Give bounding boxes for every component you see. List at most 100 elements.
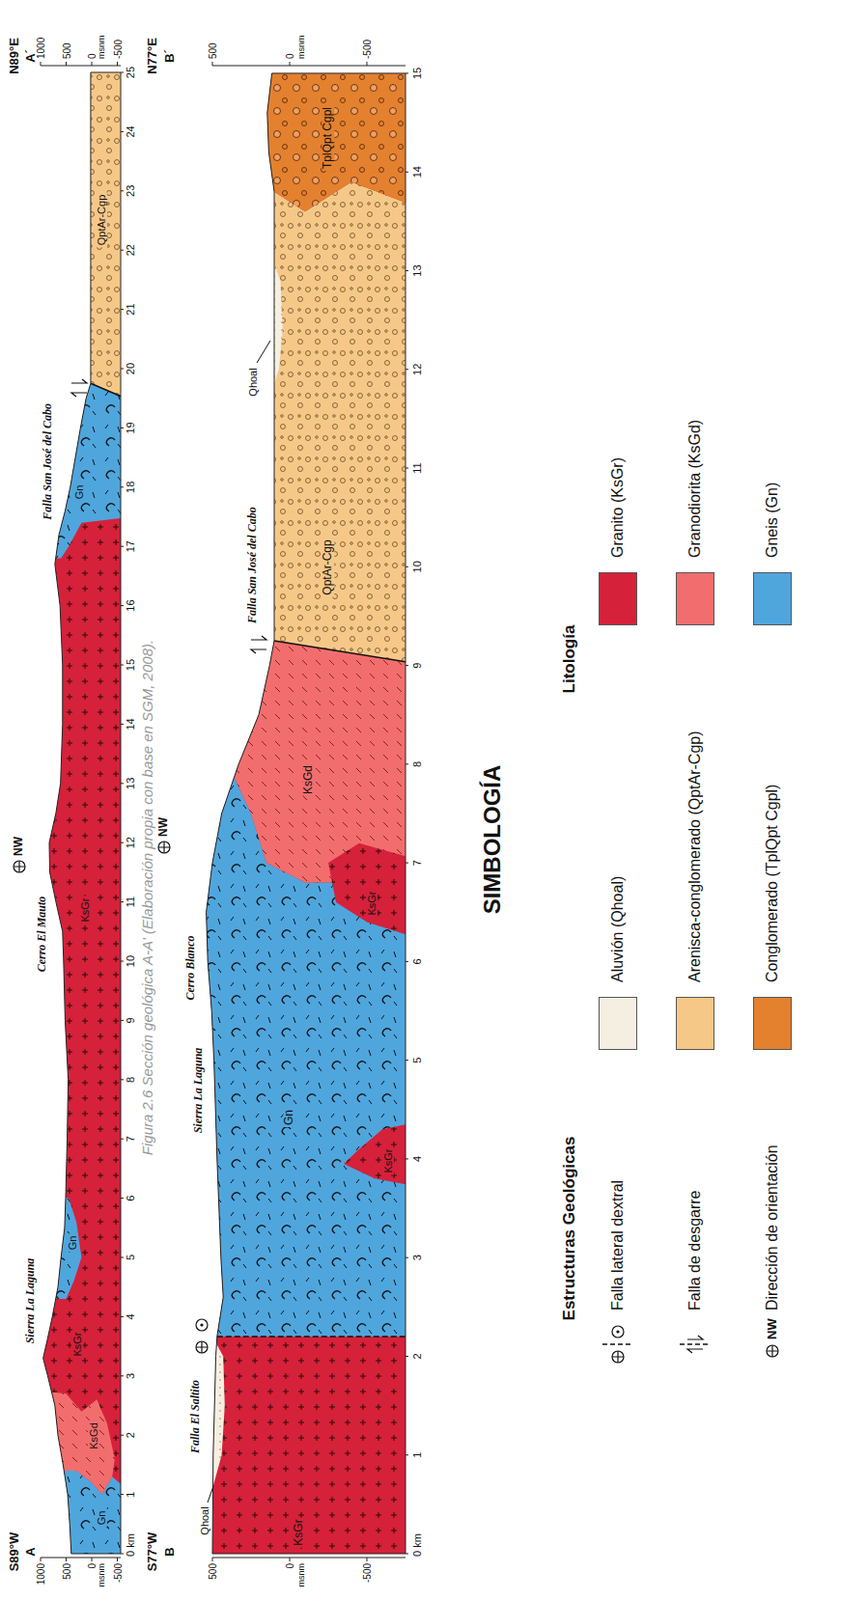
- compass-label: NW: [12, 837, 26, 857]
- fault-arrows: [251, 636, 267, 654]
- km-label: 11: [124, 896, 137, 908]
- km-tick: [405, 171, 409, 173]
- legend-text: Granodiorita (KsGd): [686, 419, 704, 559]
- section-end-label: S89°W: [7, 1533, 22, 1573]
- elevation-axis: [40, 65, 121, 67]
- axis-label: 0: [284, 1564, 296, 1570]
- legend-heading: SIMBOLOGÍA: [479, 765, 505, 916]
- unit-label: QptAr-Cgp: [321, 537, 335, 597]
- unit-label: QptAr-Cgp: [95, 193, 108, 249]
- km-label: 1: [411, 1453, 423, 1459]
- unit-label: Gn: [95, 1510, 108, 1529]
- km-label: 9: [124, 1017, 137, 1024]
- km-tick: [120, 665, 124, 667]
- unit-label: KsGr: [382, 1146, 394, 1175]
- section-outline: [206, 73, 406, 1555]
- km-tick: [120, 250, 124, 252]
- km-tick: [405, 665, 409, 667]
- km-tick: [120, 724, 124, 726]
- rock-unit: [15, 1471, 134, 1600]
- legend-swatch: [753, 997, 792, 1051]
- km-tick: [120, 308, 124, 310]
- km-tick: [120, 1198, 124, 1200]
- axis-tick: [40, 1558, 42, 1563]
- km-label: 8: [411, 761, 423, 768]
- legend-text: Conglomerado (TplQpt Cgpl): [763, 784, 782, 983]
- axis-tick: [116, 61, 118, 66]
- legend-text: Dirección de orientación: [763, 1145, 782, 1312]
- legend-text: Aluvión (Qhoal): [609, 876, 627, 983]
- km-label: 4: [124, 1314, 137, 1320]
- axis-tick: [91, 61, 93, 66]
- km-label: 17: [124, 540, 137, 553]
- km-label: 24: [124, 125, 137, 138]
- km-label: 11: [411, 462, 423, 474]
- km-tick: [405, 1554, 409, 1556]
- section-end-label: B: [163, 1547, 177, 1557]
- km-label: 15: [124, 659, 137, 672]
- km-label: 5: [411, 1058, 423, 1064]
- dot-symbol: [612, 1326, 624, 1339]
- km-tick: [120, 1494, 124, 1496]
- axis-label: -500: [362, 39, 373, 59]
- unit-label: Gn: [73, 483, 85, 503]
- compass-symbol: [158, 841, 170, 854]
- dot-symbol: [195, 1319, 208, 1332]
- axis-label: 0: [86, 1564, 98, 1570]
- axis-label: 500: [60, 42, 72, 59]
- km-label: 16: [124, 599, 137, 612]
- fault-arrows: [71, 379, 87, 397]
- km-label: 13: [411, 264, 423, 277]
- rock-unit: [57, 181, 429, 666]
- axis-label: 1000: [35, 37, 47, 59]
- km-tick: [405, 763, 409, 765]
- section-end-label: B´: [163, 49, 177, 63]
- km-label: 12: [124, 837, 137, 849]
- km-tick: [120, 1554, 124, 1556]
- axis-tick: [289, 1558, 291, 1563]
- legend-swatch: [598, 997, 638, 1051]
- km-tick: [405, 270, 409, 272]
- km-tick: [120, 605, 124, 607]
- axis-tick: [65, 61, 67, 66]
- km-tick: [405, 1454, 409, 1456]
- km-tick: [405, 72, 409, 74]
- elevation-axis: [40, 1558, 121, 1560]
- axis-label: 0: [86, 53, 98, 59]
- axis-tick: [40, 61, 42, 66]
- km-tick: [120, 131, 124, 133]
- km-tick: [405, 368, 409, 370]
- km-tick: [120, 486, 124, 488]
- km-label: 14: [411, 166, 423, 178]
- axis-tick: [65, 1558, 67, 1563]
- fault-sample: [602, 1343, 634, 1345]
- legend-text: Falla de desgarre: [686, 1190, 704, 1312]
- km-tick: [120, 842, 124, 844]
- km-label: 8: [124, 1077, 137, 1084]
- km-label: 6: [124, 1196, 137, 1203]
- axis-label: 500: [207, 42, 219, 59]
- section-end-label: S77°W: [145, 1533, 160, 1573]
- compass-label: NW: [765, 1318, 780, 1341]
- rock-unit: [328, 843, 429, 943]
- km-tick: [120, 1316, 124, 1318]
- km-label: 19: [124, 421, 137, 434]
- km-label: 13: [124, 778, 137, 790]
- axis-label: 500: [207, 1564, 219, 1581]
- km-tick: [120, 190, 124, 192]
- km-tick: [405, 1060, 409, 1062]
- km-label: 22: [124, 244, 137, 256]
- axis-tick: [91, 1558, 93, 1563]
- axis-label: 1000: [35, 1564, 47, 1586]
- km-label: 7: [124, 1136, 137, 1143]
- legend-swatch: [675, 572, 715, 626]
- leader-line: [207, 1486, 214, 1504]
- elevation-axis: [212, 65, 406, 67]
- legend-text: Falla lateral dextral: [609, 1180, 627, 1312]
- axis-label: -500: [111, 1564, 123, 1584]
- compass-symbol: [195, 1342, 208, 1354]
- axis-tick: [212, 1558, 214, 1563]
